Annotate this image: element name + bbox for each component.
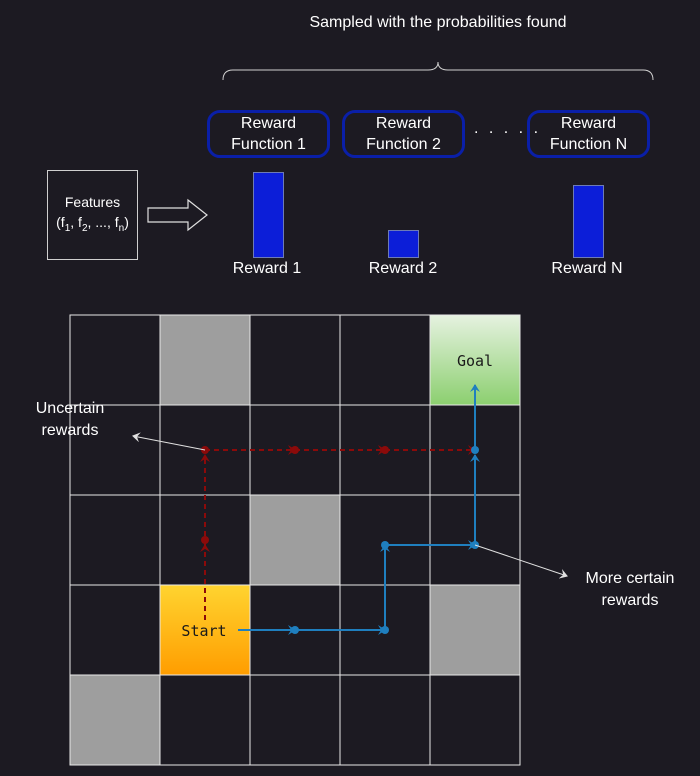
gridworld: Goal <box>69 314 521 766</box>
grid-cell <box>69 314 161 406</box>
obstacle-cell <box>249 494 341 586</box>
reward-function-1: Reward Function 1 <box>207 110 330 158</box>
reward-bar-n <box>573 185 604 258</box>
reward-bar-1 <box>253 172 284 258</box>
certain-path-node <box>381 541 389 549</box>
goal-label: Goal <box>457 352 493 370</box>
grid-cell <box>339 674 431 766</box>
uncertain-pointer <box>132 432 206 451</box>
reward-function-2: Reward Function 2 <box>342 110 465 158</box>
sampling-caption: Sampled with the probabilities found <box>309 14 567 31</box>
reward-label-n: Reward N <box>551 260 623 277</box>
uncertain-path-node <box>291 446 299 454</box>
uncertain-rewards-label: Uncertain rewards <box>35 400 105 439</box>
certain-path-node <box>381 626 389 634</box>
grid-cell <box>249 314 341 406</box>
reward-label-2: Reward 2 <box>368 260 438 277</box>
grouping-brace <box>222 61 654 81</box>
certain-pointer <box>474 544 568 579</box>
features-title: Features <box>64 193 121 210</box>
grid-cell <box>69 584 161 676</box>
grid-cell <box>159 674 251 766</box>
reward-label-1: Reward 1 <box>232 260 302 277</box>
certain-path-node <box>291 626 299 634</box>
reward-bar-2 <box>388 230 419 258</box>
obstacle-cell <box>159 314 251 406</box>
start-label: Start <box>181 622 226 640</box>
grid-cell <box>429 674 521 766</box>
obstacle-cell <box>69 674 161 766</box>
uncertain-path-node <box>201 536 209 544</box>
reward-function-n: Reward Function N <box>527 110 650 158</box>
features-vector: (f1, f2, ..., fn) <box>56 213 129 234</box>
uncertain-path-node <box>381 446 389 454</box>
grid-cell <box>69 494 161 586</box>
grid-cell <box>339 314 431 406</box>
obstacle-cell <box>429 584 521 676</box>
grid-cell <box>249 674 341 766</box>
certain-rewards-label: More certain rewards <box>585 570 675 609</box>
certain-path-node <box>471 446 479 454</box>
features-arrow <box>147 198 208 232</box>
ellipsis: . . . . . <box>474 120 542 137</box>
features-box: Features (f1, f2, ..., fn) <box>47 170 138 260</box>
paths: Start <box>132 384 568 640</box>
